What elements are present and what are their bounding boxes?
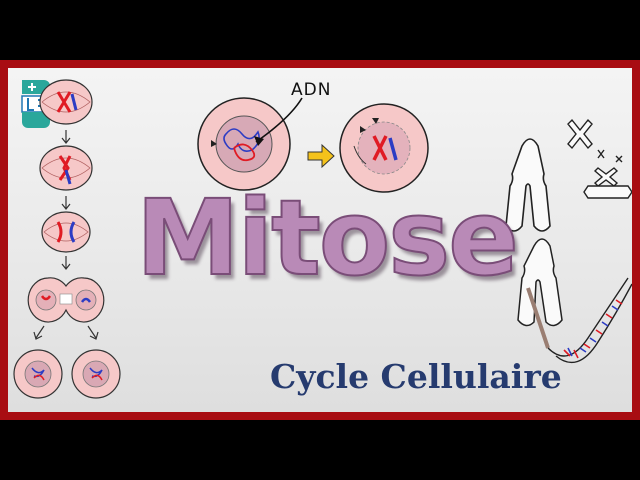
mitosis-stage-4 (27, 277, 105, 340)
dna-label: ADN (291, 80, 332, 100)
thumbnail-frame: ADN Mitose Cycle Cellulaire (0, 60, 640, 420)
daughter-cell-right (71, 349, 121, 399)
interphase-cell (197, 97, 291, 191)
mitosis-stage-2 (39, 145, 93, 210)
mitosis-stage-3 (41, 211, 91, 270)
chromosome-with-dna-icon (517, 238, 632, 364)
prophase-cell (339, 103, 429, 193)
daughter-cell-left (13, 349, 63, 399)
subtitle: Cycle Cellulaire (270, 357, 562, 396)
thumbnail-canvas: ADN Mitose Cycle Cellulaire (8, 68, 632, 412)
yellow-right-arrow-icon (307, 143, 335, 169)
small-chromosome-icons (567, 118, 632, 199)
large-chromosome-icon (505, 138, 551, 232)
dna-pointer-arrowhead (254, 136, 264, 146)
illustration-layer (13, 79, 632, 399)
dna-pointer-line (255, 97, 303, 143)
mitosis-stage-1 (39, 79, 93, 144)
main-title: Mitose (135, 177, 520, 299)
